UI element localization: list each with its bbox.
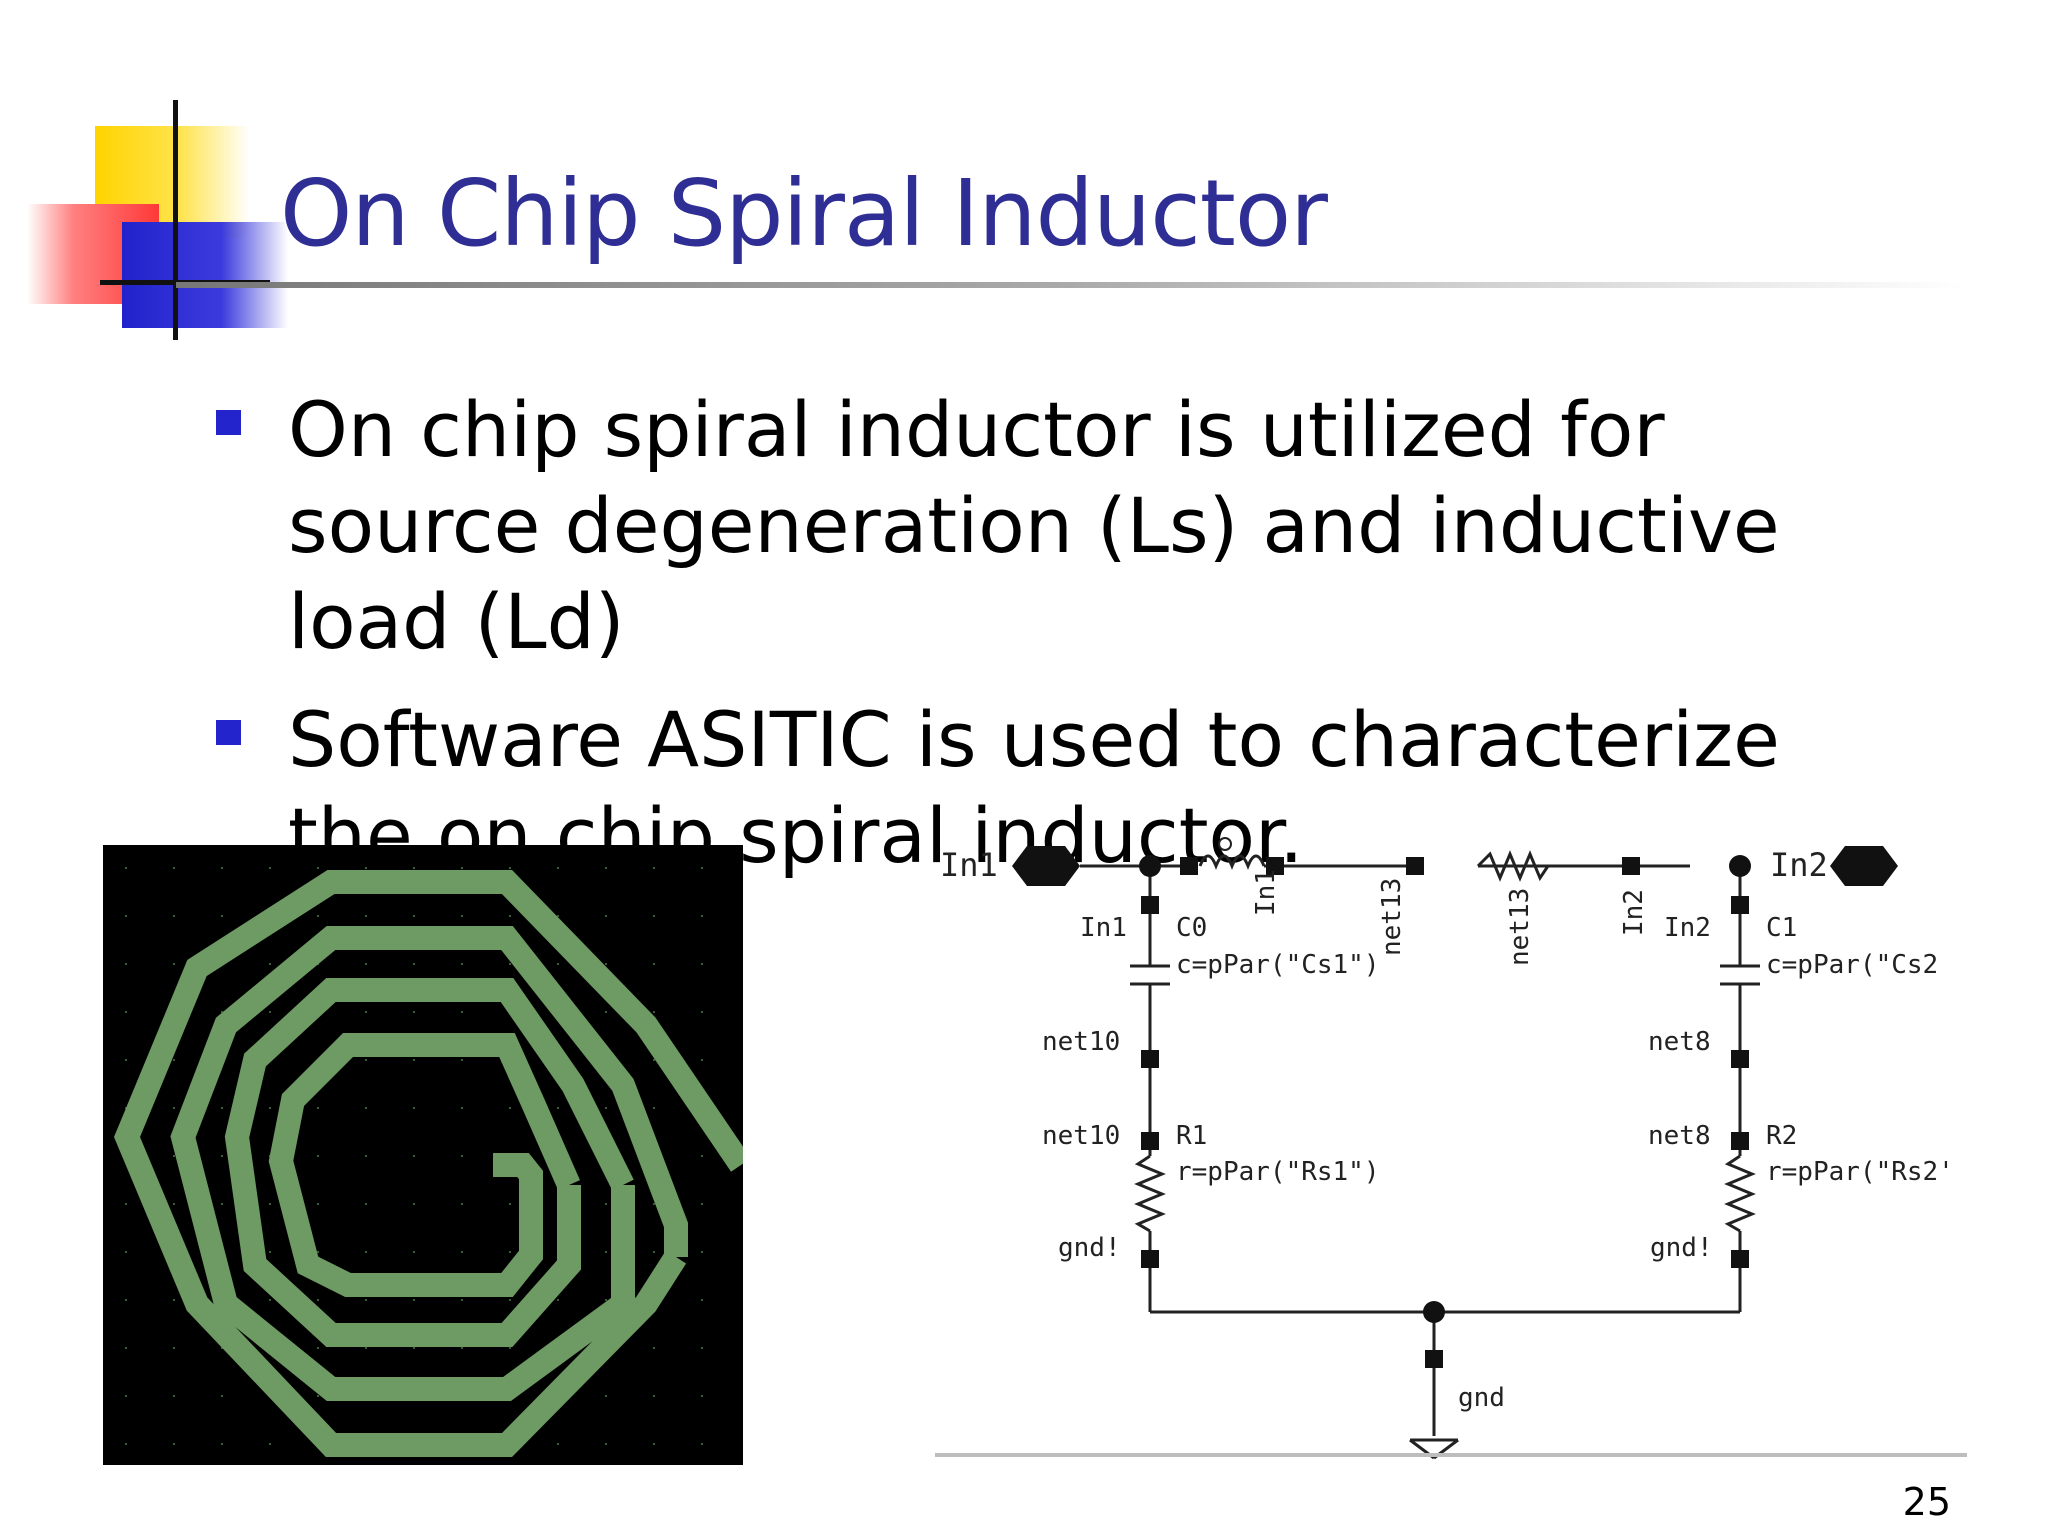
- port-in1-shape: [1012, 846, 1080, 886]
- inductor-right-pin-label: net13: [1377, 878, 1407, 956]
- spiral-inductor-drawing: [103, 845, 743, 1465]
- schematic-drawing: In1 In2 In1 C0 c=pPar("Cs1") In2 C1 c=pP…: [940, 837, 1954, 1460]
- bottom-rule: [935, 1453, 1967, 1457]
- logo-vertical-line: [173, 100, 178, 340]
- c1-pin-label: In2: [1664, 913, 1711, 943]
- bullet-item: On chip spiral inductor is utilized for …: [212, 382, 1912, 670]
- c1-name-label: C1: [1766, 913, 1797, 943]
- bullet-list: On chip spiral inductor is utilized for …: [212, 382, 1912, 906]
- port-in2-label: In2: [1770, 846, 1828, 884]
- r2-value-label: r=pPar("Rs2': [1766, 1157, 1954, 1187]
- bullet-text: On chip spiral inductor is utilized for …: [288, 385, 1780, 666]
- port-in1-label: In1: [940, 846, 998, 884]
- bullet-text: Software ASITIC is used to characterize …: [288, 695, 1780, 880]
- r1-value-label: r=pPar("Rs1"): [1176, 1157, 1380, 1187]
- wires: [1080, 850, 1760, 1460]
- gnd-left-label: gnd!: [1058, 1233, 1121, 1263]
- net8-bottom-label: net8: [1648, 1121, 1711, 1151]
- bullet-item: Software ASITIC is used to characterize …: [212, 692, 1912, 884]
- bullet-marker-icon: [216, 410, 241, 435]
- c0-value-label: c=pPar("Cs1"): [1176, 950, 1380, 980]
- net10-top-label: net10: [1042, 1027, 1120, 1057]
- gnd-label: gnd: [1458, 1383, 1505, 1413]
- r2-name-label: R2: [1766, 1121, 1797, 1151]
- title-underline: [176, 282, 1966, 288]
- c1-value-label: c=pPar("Cs2: [1766, 950, 1938, 980]
- resistor-left-pin-label: net13: [1505, 888, 1535, 966]
- gnd-right-label: gnd!: [1650, 1233, 1713, 1263]
- bullet-marker-icon: [216, 720, 241, 745]
- resistor-right-pin-label: In2: [1619, 889, 1649, 936]
- logo-blue-square: [122, 222, 288, 328]
- net8-top-label: net8: [1648, 1027, 1711, 1057]
- inductor-dot-icon: [1218, 837, 1232, 851]
- c0-pin-label: In1: [1080, 913, 1127, 943]
- terminals: [1012, 846, 1898, 1368]
- r1-name-label: R1: [1176, 1121, 1207, 1151]
- page-number: 25: [1902, 1480, 1951, 1524]
- c0-name-label: C0: [1176, 913, 1207, 943]
- spiral-trace: [113, 870, 743, 1457]
- net10-bottom-label: net10: [1042, 1121, 1120, 1151]
- port-in2-shape: [1830, 846, 1898, 886]
- spiral-inductor-layout: [103, 845, 743, 1465]
- slide-title: On Chip Spiral Inductor: [280, 160, 1328, 267]
- equivalent-circuit-schematic: In1 In2 In1 C0 c=pPar("Cs1") In2 C1 c=pP…: [930, 826, 1970, 1466]
- inductor-left-pin-label: In1: [1251, 869, 1281, 916]
